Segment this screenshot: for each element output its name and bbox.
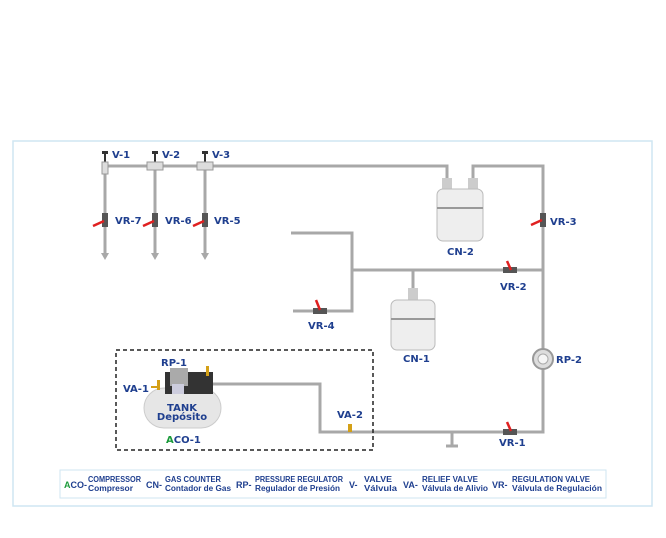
label-vr2: VR-2: [500, 282, 527, 293]
pressure-regulator-rp2: [532, 348, 554, 370]
legend-en: VALVE: [364, 475, 393, 484]
legend-en: PRESSURE REGULATOR: [255, 475, 343, 484]
valve-v3[interactable]: [196, 151, 214, 171]
valve-vr7[interactable]: [92, 213, 108, 228]
gas-counter-cn1: [390, 288, 436, 351]
valve-v2[interactable]: [146, 151, 164, 171]
valve-vr3[interactable]: [530, 213, 546, 227]
legend-code: V-: [349, 480, 358, 490]
arrow-icon: [201, 253, 209, 260]
legend: ACO- COMPRESSOR Compresor CN- GAS COUNTE…: [59, 469, 607, 499]
label-cn2: CN-2: [447, 247, 474, 258]
label-va1: VA-1: [123, 384, 149, 395]
compressor-aco1: [143, 366, 352, 432]
label-tank: TANK: [167, 403, 198, 414]
legend-en: RELIEF VALVE: [422, 475, 479, 484]
legend-code: CN-: [146, 480, 162, 490]
label-rp1: RP-1: [161, 358, 187, 369]
valve-vr6[interactable]: [142, 213, 158, 228]
label-aco1: ACO-1: [166, 435, 201, 446]
legend-code: VR-: [492, 480, 508, 490]
legend-es: Válvula de Alivio: [422, 484, 488, 493]
label-vr3: VR-3: [550, 217, 577, 228]
label-rp2: RP-2: [556, 355, 582, 366]
valve-v1[interactable]: [101, 151, 109, 175]
label-v1: V-1: [112, 150, 130, 161]
legend-code: RP-: [236, 480, 252, 490]
valve-vr1[interactable]: [503, 421, 517, 435]
label-vr5: VR-5: [214, 216, 241, 227]
legend-en: REGULATION VALVE: [512, 475, 591, 484]
legend-en: COMPRESSOR: [88, 475, 141, 484]
valve-vr5[interactable]: [192, 213, 208, 228]
pipes: [103, 164, 545, 448]
legend-es: Válvula de Regulación: [512, 484, 602, 493]
legend-code-compressor: ACO-: [64, 480, 87, 490]
label-v3: V-3: [212, 150, 230, 161]
valve-vr2[interactable]: [503, 260, 517, 273]
outlet-arrows: [101, 253, 209, 260]
legend-es: Contador de Gas: [165, 484, 232, 493]
label-v2: V-2: [162, 150, 180, 161]
relief-valve-va2: [348, 424, 352, 432]
label-tank-es: Depósito: [157, 411, 207, 423]
legend-code: VA-: [403, 480, 418, 490]
arrow-icon: [101, 253, 109, 260]
legend-es: Compresor: [88, 484, 133, 493]
label-cn1: CN-1: [403, 354, 430, 365]
diagram-frame: [12, 140, 653, 507]
arrow-icon: [151, 253, 159, 260]
label-vr6: VR-6: [165, 216, 192, 227]
gas-counter-cn2: [436, 178, 484, 242]
compressor-boundary: [115, 349, 374, 451]
legend-en: GAS COUNTER: [165, 475, 221, 484]
regulation-valves[interactable]: [92, 213, 546, 435]
label-vr1: VR-1: [499, 438, 526, 449]
valve-vr4[interactable]: [313, 299, 327, 314]
shutoff-valves[interactable]: [101, 151, 214, 175]
legend-es: Regulador de Presión: [255, 484, 340, 493]
label-va2: VA-2: [337, 410, 363, 421]
label-vr7: VR-7: [115, 216, 142, 227]
legend-es: Válvula: [364, 484, 398, 493]
label-vr4: VR-4: [308, 321, 335, 332]
